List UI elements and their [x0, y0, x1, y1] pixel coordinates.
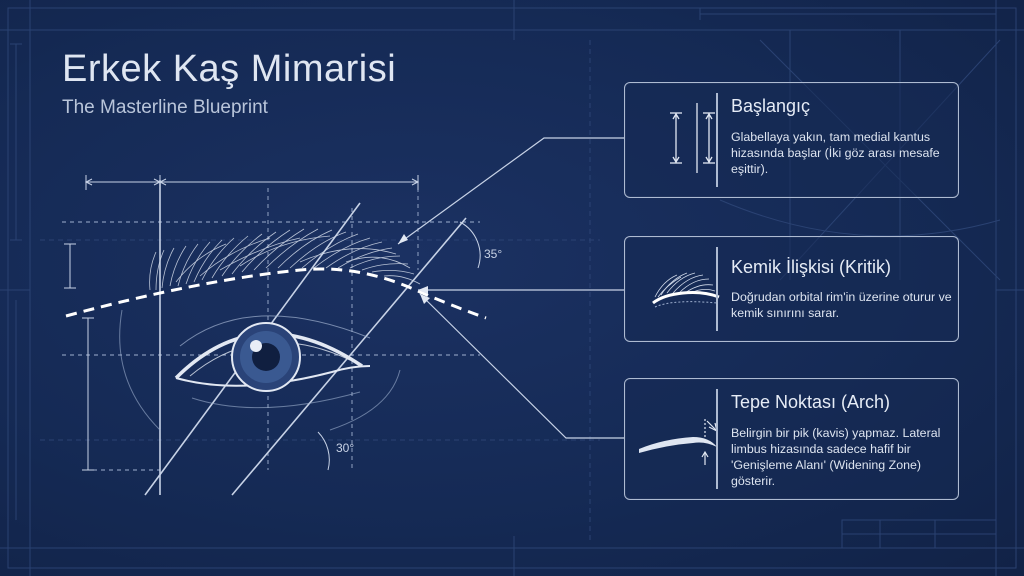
- angle-label-35: 35°: [484, 247, 503, 261]
- card-baslangic: Başlangıç Glabellaya yakın, tam medial k…: [624, 82, 959, 198]
- page-title: Erkek Kaş Mimarisi: [62, 48, 397, 90]
- angle-arc-35: [459, 221, 481, 269]
- connector-line-1: [397, 137, 624, 245]
- width-dimension: [84, 175, 420, 190]
- card-divider: [716, 93, 718, 187]
- card-body: Belirgin bir pik (kavis) yapmaz. Lateral…: [731, 426, 941, 488]
- card-heading: Kemik İlişkisi (Kritik): [731, 257, 891, 277]
- card-body: Doğrudan orbital rim'in üzerine oturur v…: [731, 290, 952, 320]
- angle-arc-30: [317, 431, 330, 471]
- card-tepe-noktasi: Tepe Noktası (Arch) Belirgin bir pik (ka…: [624, 378, 959, 500]
- connector-line-3: [419, 293, 624, 439]
- card-divider: [716, 247, 718, 331]
- height-dimension: [64, 243, 94, 471]
- angle-label-30: 30°: [336, 441, 355, 455]
- card-heading: Tepe Noktası (Arch): [731, 392, 891, 412]
- card-kemik-iliskisi: Kemik İlişkisi (Kritik) Doğrudan orbital…: [624, 236, 959, 342]
- arch-icon: [633, 387, 721, 491]
- page-subtitle: The Masterline Blueprint: [62, 97, 268, 118]
- eye-drawing: [119, 309, 401, 431]
- vertical-measure-icon: [633, 91, 721, 189]
- eyebrow-hair: [149, 228, 421, 291]
- brow-bone-dashed-line: [65, 267, 487, 320]
- card-body: Glabellaya yakın, tam medial kantus hiza…: [731, 130, 940, 176]
- card-heading: Başlangıç: [731, 96, 811, 116]
- card-divider: [716, 389, 718, 489]
- brow-bone-icon: [633, 245, 721, 333]
